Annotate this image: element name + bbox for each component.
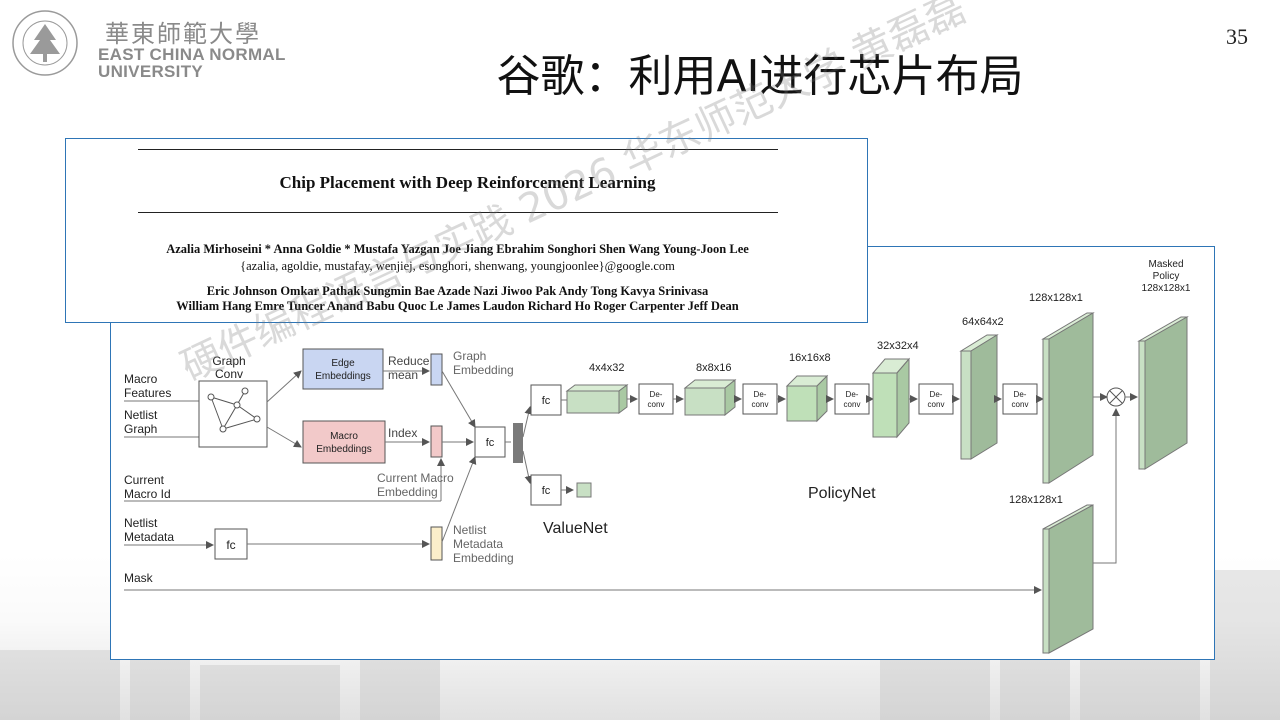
input-current-macro-label: Current xyxy=(124,473,165,487)
deconv-label-2: De- xyxy=(754,390,767,399)
plane-64x64x2 xyxy=(959,334,999,460)
edge-embeddings-label-2: Embeddings xyxy=(315,371,371,382)
masked-policy-label-2: Policy xyxy=(1153,271,1180,282)
fc-metadata-label: fc xyxy=(226,538,235,552)
size-128x128x1-a: 128x128x1 xyxy=(1029,292,1083,304)
paper-header-card: Chip Placement with Deep Reinforcement L… xyxy=(65,138,868,323)
graph-embedding-label: Graph xyxy=(453,349,486,363)
block-32x32x4 xyxy=(871,357,911,439)
paper-emails: {azalia, agoldie, mustafay, wenjiej, eso… xyxy=(240,259,675,273)
graph-embedding-label-2: Embedding xyxy=(453,363,514,377)
graph-icon xyxy=(207,387,261,433)
architecture-svg: Macro Features Netlist Graph Current Mac… xyxy=(124,259,1191,654)
graph-conv-label-2: Conv xyxy=(215,367,243,381)
graph-embedding-bar xyxy=(430,353,443,386)
block-16x16x8 xyxy=(785,374,829,423)
paper-top-rule xyxy=(138,149,778,150)
deconv-box-4 xyxy=(918,383,954,415)
paper-title: Chip Placement with Deep Reinforcement L… xyxy=(279,173,656,192)
fc-policy-label: fc xyxy=(542,395,551,407)
deconv-label-2b: conv xyxy=(752,400,769,409)
deconv-label-1: De- xyxy=(650,390,663,399)
input-mask-label: Mask xyxy=(124,571,154,585)
block-8x8x16 xyxy=(683,378,737,417)
input-macro-features-label: Macro xyxy=(124,372,158,386)
paper-authors-line3: William Hang Emre Tuncer Anand Babu Quoc… xyxy=(176,299,739,313)
current-macro-embedding-label: Current Macro xyxy=(377,471,454,485)
size-16x16x8: 16x16x8 xyxy=(789,352,831,364)
fc-policy-box xyxy=(530,384,562,416)
input-netlist-graph-label-2: Graph xyxy=(124,422,157,436)
deconv-label-5: De- xyxy=(1014,390,1027,399)
size-128x128x1-b: 128x128x1 xyxy=(1009,494,1063,506)
value-output-box xyxy=(576,482,592,498)
size-4x4x32: 4x4x32 xyxy=(589,362,624,374)
plane-128x128x1-a xyxy=(1041,312,1095,484)
logo-english-line2: UNIVERSITY xyxy=(98,62,204,81)
fc-concat-label: fc xyxy=(486,437,495,449)
graph-conv-label: Graph xyxy=(212,354,245,368)
shared-feature-bar xyxy=(513,423,523,463)
netlist-metadata-embedding-label-3: Embedding xyxy=(453,551,514,565)
reduce-mean-label-2: mean xyxy=(388,368,418,382)
reduce-mean-label: Reduce xyxy=(388,354,430,368)
fc-value-label: fc xyxy=(542,485,551,497)
deconv-label-4b: conv xyxy=(928,400,945,409)
block-4x4x32 xyxy=(565,384,629,414)
deconv-box-3 xyxy=(834,383,870,415)
paper-authors-line2: Eric Johnson Omkar Pathak Sungmin Bae Az… xyxy=(206,284,709,298)
macro-embeddings-label-2: Embeddings xyxy=(316,444,372,455)
fc-metadata-box xyxy=(214,528,248,560)
deconv-label-5b: conv xyxy=(1012,400,1029,409)
valuenet-label: ValueNet xyxy=(543,520,608,537)
policynet-label: PolicyNet xyxy=(808,485,876,502)
plane-mask-128x128x1 xyxy=(1042,504,1094,654)
logo-english-line1: EAST CHINA NORMAL xyxy=(98,45,286,64)
plane-masked-policy xyxy=(1137,316,1189,470)
deconv-box-5 xyxy=(1002,383,1038,415)
deconv-label-3b: conv xyxy=(844,400,861,409)
index-label: Index xyxy=(388,426,417,440)
size-8x8x16: 8x8x16 xyxy=(696,362,731,374)
paper-authors-line1: Azalia Mirhoseini * Anna Goldie * Mustaf… xyxy=(166,242,749,256)
edge-embeddings-label: Edge xyxy=(331,358,355,369)
masked-policy-label: Masked xyxy=(1148,259,1183,270)
deconv-label-3: De- xyxy=(846,390,859,399)
input-current-macro-label-2: Macro Id xyxy=(124,487,171,501)
masked-policy-size: 128x128x1 xyxy=(1142,283,1191,294)
university-seal-icon xyxy=(12,10,78,76)
current-macro-embedding-bar xyxy=(430,425,443,458)
netlist-metadata-embedding-label-2: Metadata xyxy=(453,537,503,551)
edge-embeddings-box xyxy=(302,348,384,390)
input-netlist-graph-label: Netlist xyxy=(124,408,158,422)
input-macro-features-label-2: Features xyxy=(124,386,171,400)
paper-bottom-rule xyxy=(138,212,778,213)
logo-chinese-name: 華東師範大學 xyxy=(105,20,261,48)
deconv-label-4: De- xyxy=(930,390,943,399)
graph-conv-box xyxy=(198,380,268,448)
deconv-box-1 xyxy=(638,383,674,415)
input-netlist-metadata-label-2: Metadata xyxy=(124,530,174,544)
size-64x64x2: 64x64x2 xyxy=(962,316,1004,328)
netlist-metadata-embedding-bar xyxy=(430,526,443,561)
input-netlist-metadata-label: Netlist xyxy=(124,516,158,530)
deconv-label-1b: conv xyxy=(648,400,665,409)
size-32x32x4: 32x32x4 xyxy=(877,340,919,352)
university-logo: 華東師範大學 EAST CHINA NORMAL UNIVERSITY xyxy=(10,8,300,80)
deconv-box-2 xyxy=(742,383,778,415)
current-macro-embedding-label-2: Embedding xyxy=(377,485,438,499)
macro-embeddings-box xyxy=(302,420,386,464)
netlist-metadata-embedding-label: Netlist xyxy=(453,523,487,537)
macro-embeddings-label: Macro xyxy=(330,431,358,442)
page-number: 35 xyxy=(1226,24,1248,49)
slide-title: 谷歌：利用AI进行芯片布局 xyxy=(496,51,1024,102)
logo-english-name: EAST CHINA NORMAL UNIVERSITY xyxy=(98,46,286,80)
